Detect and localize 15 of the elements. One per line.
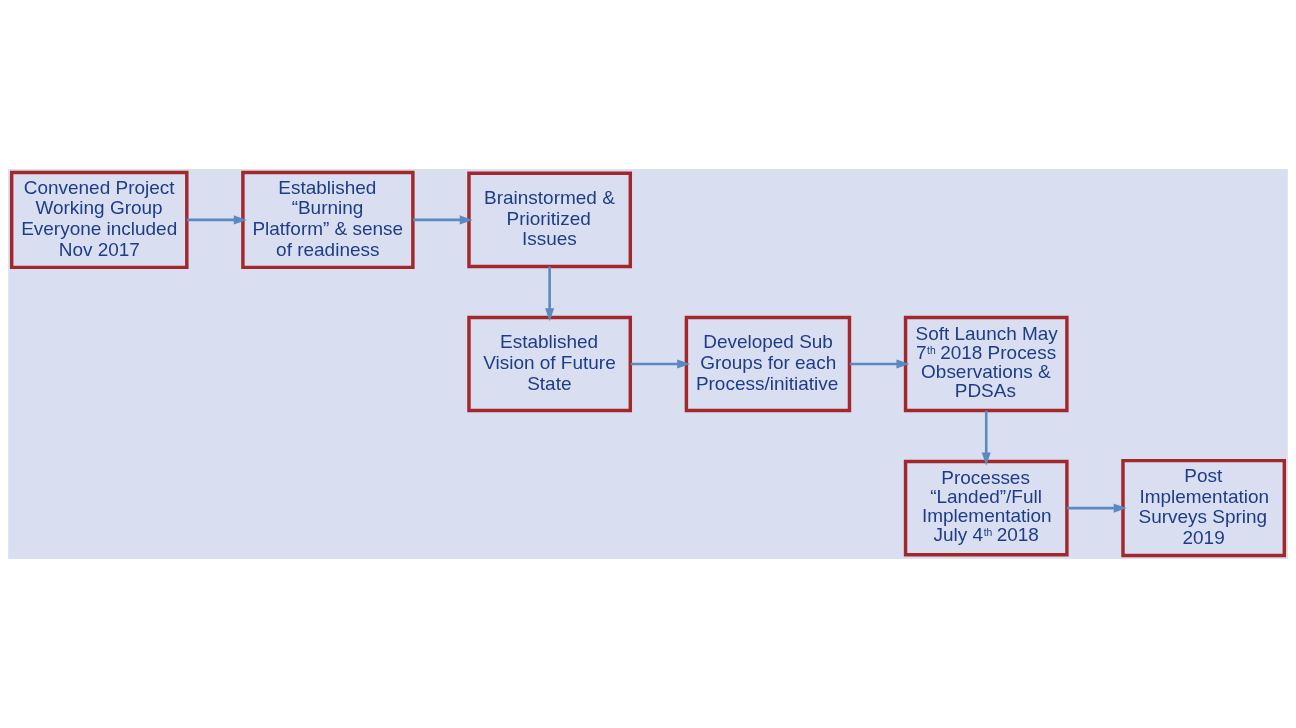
node-box: Soft Launch May 7$^{th}$ 2018 Process Observations & PDSAs: [903, 315, 1069, 413]
arrow: [545, 266, 555, 322]
node-box: Convened Project Working Group Everyone included Nov 2017: [9, 170, 189, 270]
arrow: [981, 410, 991, 466]
arrow: [1066, 503, 1127, 513]
node-box: Post Implementation Surveys Spring 2019: [1121, 458, 1287, 558]
node-box: Processes “Landed”/Full Implementation July 4$^{th}$ 2018: [903, 459, 1069, 557]
arrow: [413, 215, 473, 225]
node-box: Established Vision of Future State: [467, 315, 633, 413]
node-box: Established “Burning Platform” & sense of readiness: [241, 170, 415, 270]
arrow: [187, 215, 247, 225]
arrow: [849, 359, 910, 369]
node-box: Developed Sub Groups for each Process/initiative: [684, 315, 852, 413]
arrow: [630, 359, 691, 369]
node-box: Brainstormed & Prioritized Issues: [467, 171, 633, 269]
